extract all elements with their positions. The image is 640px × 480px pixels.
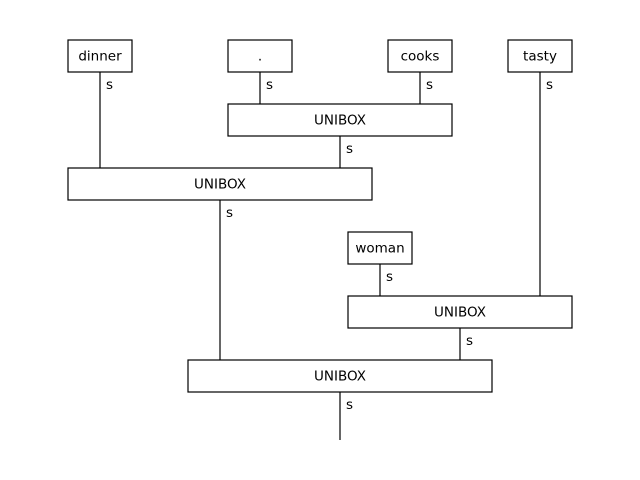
node-label: UNIBOX bbox=[314, 369, 366, 385]
node-unibox-2: UNIBOX bbox=[67, 167, 373, 201]
node-label: UNIBOX bbox=[314, 113, 366, 129]
wire-type-unibox3: s bbox=[466, 333, 473, 349]
node-unibox-3: UNIBOX bbox=[347, 295, 573, 329]
node-label: UNIBOX bbox=[194, 177, 246, 193]
wire-type-cooks: s bbox=[426, 77, 433, 93]
wire-type-labels: s s s s s s s s s bbox=[106, 77, 553, 413]
node-label: dinner bbox=[78, 49, 122, 65]
node-tasty: tasty bbox=[507, 39, 573, 73]
wire-type-dot: s bbox=[266, 77, 273, 93]
wire-type-unibox2: s bbox=[226, 205, 233, 221]
node-label: . bbox=[258, 49, 262, 65]
node-label: tasty bbox=[523, 49, 557, 65]
node-label: UNIBOX bbox=[434, 305, 486, 321]
wire-type-output: s bbox=[346, 397, 353, 413]
wire-type-woman: s bbox=[386, 269, 393, 285]
node-dinner: dinner bbox=[67, 39, 133, 73]
wire-type-unibox1: s bbox=[346, 141, 353, 157]
node-label: cooks bbox=[401, 49, 440, 65]
node-label: woman bbox=[355, 241, 404, 257]
node-dot: . bbox=[227, 39, 293, 73]
node-unibox-4: UNIBOX bbox=[187, 359, 493, 393]
node-woman: woman bbox=[347, 231, 413, 265]
node-unibox-1: UNIBOX bbox=[227, 103, 453, 137]
wires bbox=[99, 72, 541, 440]
wire-type-dinner: s bbox=[106, 77, 113, 93]
node-cooks: cooks bbox=[387, 39, 453, 73]
wire-type-tasty: s bbox=[546, 77, 553, 93]
